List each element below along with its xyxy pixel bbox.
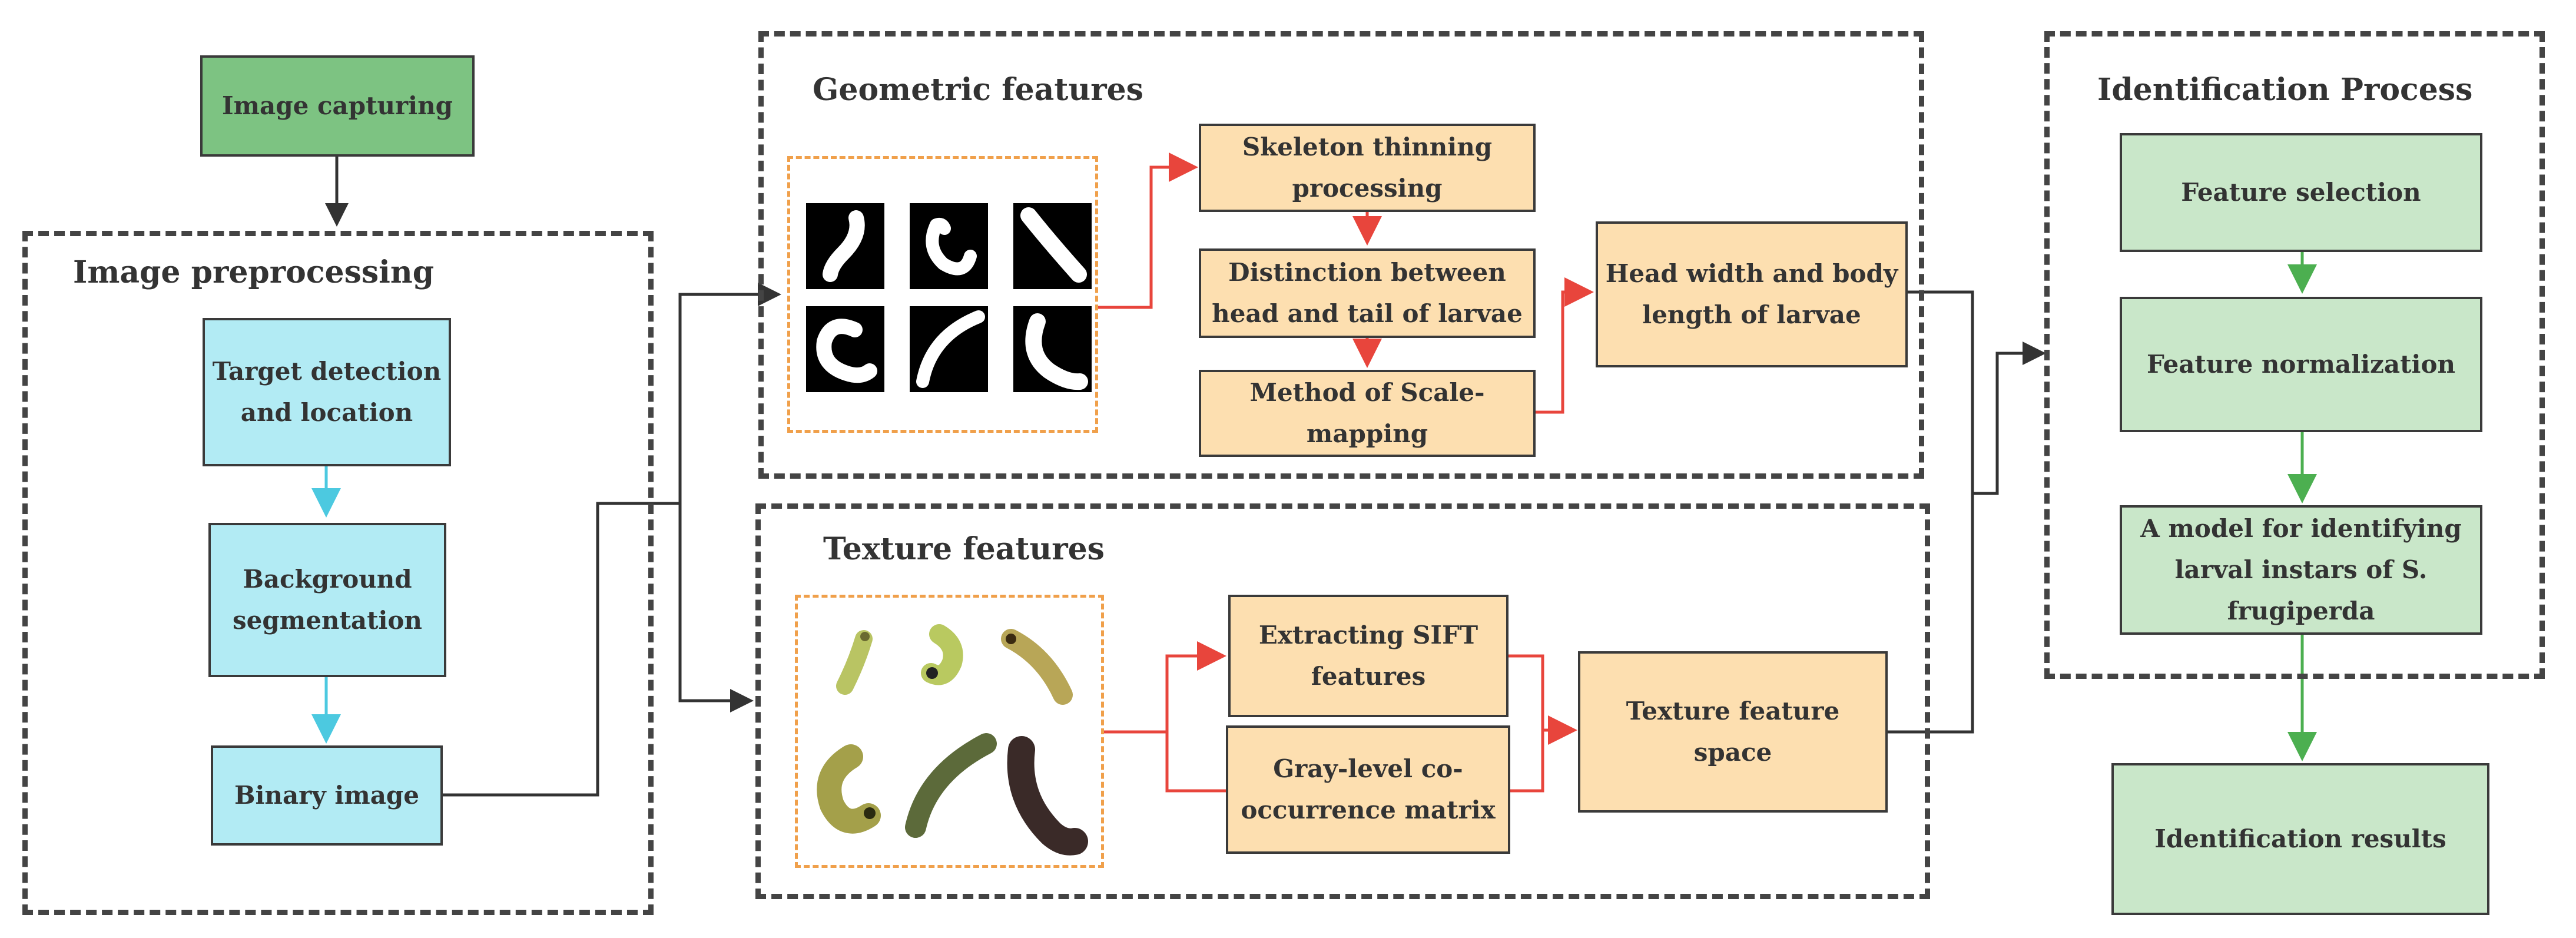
node-feature-normalization: Feature normalization [2120, 297, 2482, 432]
arrow-branch-to-geometric [678, 283, 781, 503]
node-texture-feature-space: Texture feature space [1578, 651, 1888, 813]
binary-larvae-tiles [806, 203, 1092, 392]
binary-larvae-images [787, 156, 1098, 433]
arrow-binary-images-to-skeleton [1098, 153, 1198, 309]
node-skeleton-thinning: Skeleton thinning processing [1199, 124, 1536, 212]
arrow-branch-to-texture [678, 503, 754, 712]
group-title-texture-features: Texture features [823, 531, 1105, 567]
group-identification-process [2044, 31, 2545, 679]
arrow-merge-to-identification [1972, 342, 2046, 495]
node-extracting-sift: Extracting SIFT features [1228, 595, 1509, 717]
connector-sift-to-space [1509, 654, 1544, 730]
node-identification-results: Identification results [2111, 763, 2489, 915]
connector-binary-to-branch [443, 502, 680, 797]
arrow-scale-to-head-width [1536, 277, 1594, 414]
node-identification-model: A model for identifying larval instars o… [2120, 505, 2482, 635]
group-texture-features [755, 503, 1930, 899]
node-background-segmentation: Background segmentation [208, 523, 446, 677]
node-image-capturing: Image capturing [200, 55, 475, 157]
group-title-image-preprocessing: Image preprocessing [73, 254, 435, 290]
larvae-photo-set [817, 624, 1088, 856]
node-target-detection: Target detection and location [203, 318, 451, 466]
connector-texture-space-to-merge [1888, 493, 1974, 734]
arrow-larvae-to-sift [1104, 641, 1226, 734]
group-geometric-features [758, 31, 1924, 479]
larvae-photos [795, 595, 1104, 868]
connector-head-width-to-merge [1908, 290, 1974, 493]
arrow-larvae-to-glcm [1165, 732, 1226, 793]
group-title-geometric-features: Geometric features [813, 72, 1143, 108]
node-distinction-head-tail: Distinction between head and tail of lar… [1199, 248, 1536, 338]
node-binary-image: Binary image [211, 745, 443, 846]
node-feature-selection: Feature selection [2120, 133, 2482, 252]
node-head-width-body-length: Head width and body length of larvae [1596, 221, 1908, 367]
group-title-identification-process: Identification Process [2097, 72, 2473, 108]
node-glcm: Gray-level co-occurrence matrix [1226, 725, 1510, 854]
group-image-preprocessing [22, 231, 654, 915]
node-scale-mapping: Method of Scale-mapping [1199, 370, 1536, 457]
connector-glcm-to-space [1510, 730, 1544, 793]
